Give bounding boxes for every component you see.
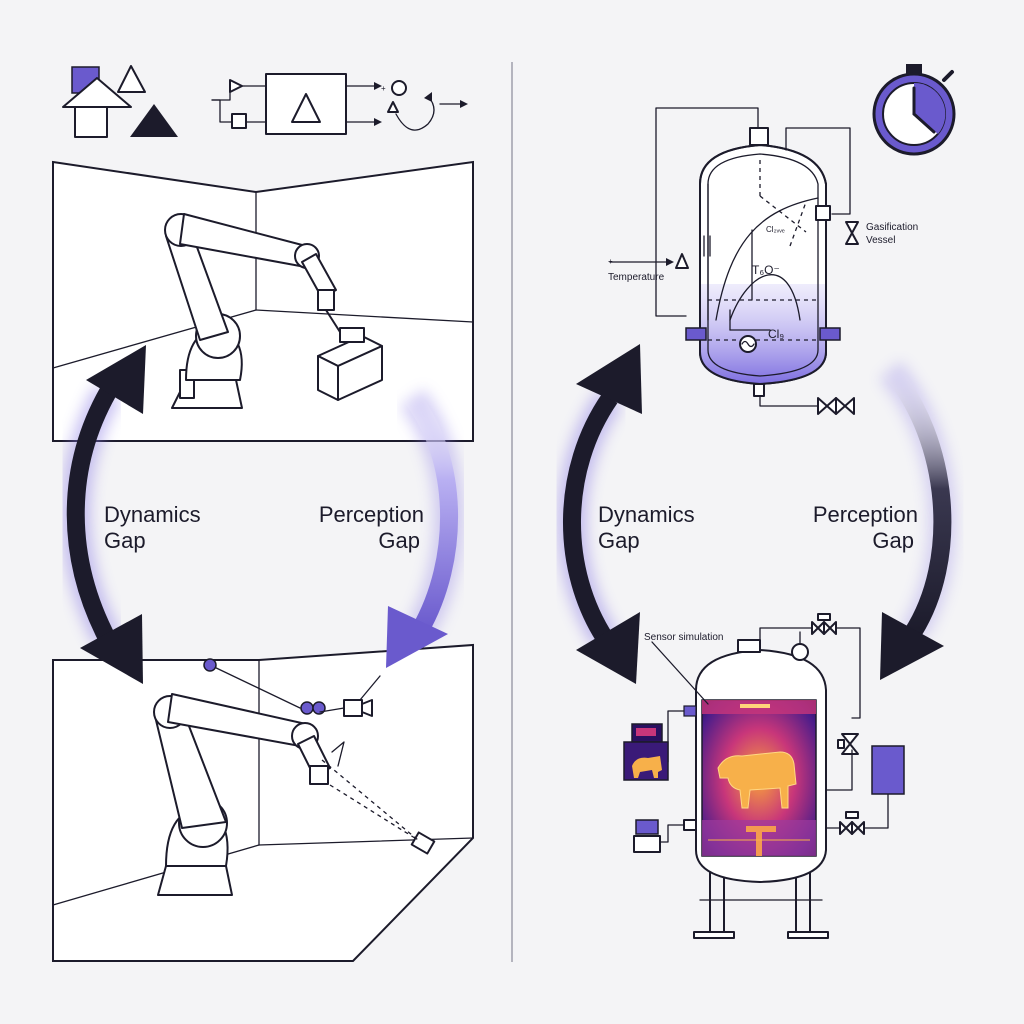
stopwatch-icon [872, 64, 956, 156]
left-perception-label-1: Perception [319, 502, 424, 527]
perception-gap-arrow-right [879, 360, 957, 680]
valve-icon-bottom [839, 811, 865, 835]
svg-text:+: + [381, 84, 386, 93]
valve-icon-top [811, 613, 837, 635]
side-valve-icon [845, 221, 859, 245]
left-dynamics-label-2: Gap [104, 528, 146, 553]
left-dynamics-label-1: Dynamics [104, 502, 201, 527]
dynamics-gap-arrow-right [557, 344, 642, 684]
vessel-mid-formula: T₆O⁻ [752, 263, 780, 277]
robot-arm-real-icon [153, 693, 331, 896]
shapes-icon [62, 65, 178, 138]
right-perception-label-2: Gap [872, 528, 914, 553]
control-box-icon [871, 745, 905, 795]
sensor-monitor-icon-2 [623, 741, 669, 781]
vessel-top-label: Cl₂ᵥᵥₑ [766, 225, 785, 234]
gasification-vessel-real [623, 613, 905, 939]
vessel-title-line2: Vessel [866, 235, 895, 246]
cow-thermal-icon [717, 751, 797, 809]
right-perception-label-1: Perception [813, 502, 918, 527]
dynamics-gap-arrow-left [60, 345, 146, 684]
sim-robot-scene [52, 160, 474, 442]
left-perception-label-2: Gap [378, 528, 420, 553]
right-dynamics-label-2: Gap [598, 528, 640, 553]
sensor-monitor-icon-1 [631, 723, 663, 743]
gasification-vessel-sim: + [608, 107, 859, 415]
vessel-bottom-formula: Cl₉ [768, 327, 784, 341]
svg-text:+: + [608, 257, 613, 266]
temperature-label: Temperature [608, 272, 665, 283]
robot-arm-icon [164, 213, 341, 409]
sensor-simulation-label: Sensor simulation [644, 632, 723, 643]
valve-icon-side [837, 733, 859, 755]
real-robot-scene [52, 643, 474, 962]
right-dynamics-label-1: Dynamics [598, 502, 695, 527]
valve-icon [817, 397, 855, 415]
camera-icon [343, 699, 373, 717]
vessel-title-line1: Gasification [866, 222, 918, 233]
block-diagram-icon: + [211, 73, 468, 135]
sensor-monitor-icon-3 [633, 819, 661, 853]
thermal-image [701, 699, 817, 857]
perception-gap-arrow-left [386, 388, 465, 668]
